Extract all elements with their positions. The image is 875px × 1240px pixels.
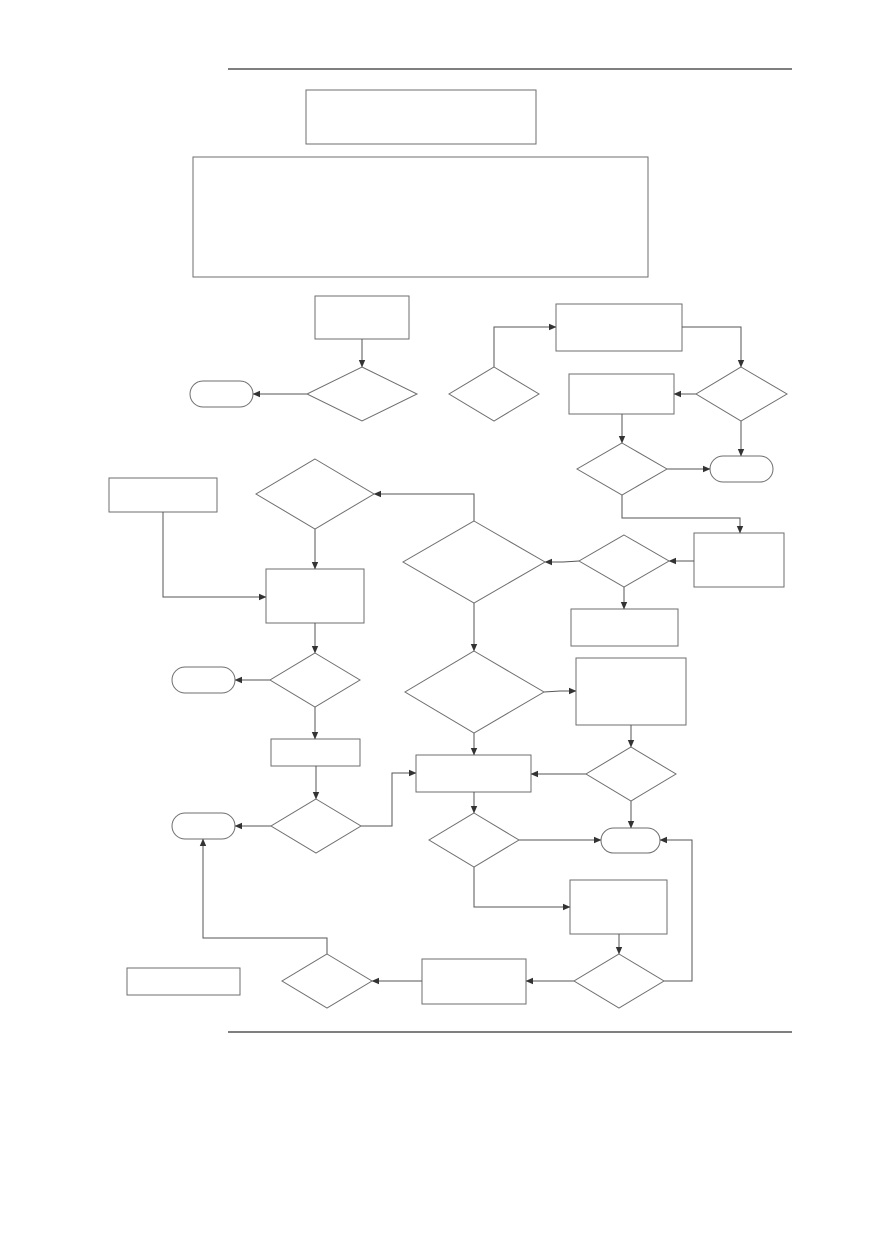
process-box-3 — [568, 373, 675, 415]
decision-6 — [402, 520, 546, 604]
connector — [682, 326, 745, 368]
connector — [473, 867, 571, 911]
decision-8 — [269, 652, 361, 708]
decision-11 — [270, 798, 362, 854]
process-box-13 — [421, 958, 527, 1005]
connector — [659, 836, 693, 982]
description-box — [192, 156, 649, 278]
terminator-5 — [600, 827, 661, 854]
connector — [199, 838, 328, 954]
decision-2 — [448, 366, 540, 422]
decision-10 — [585, 746, 677, 802]
connector — [493, 323, 557, 367]
connector — [544, 558, 580, 566]
connector — [162, 512, 267, 601]
process-box-6 — [265, 568, 365, 624]
process-box-11 — [569, 879, 668, 935]
process-box-1 — [314, 295, 410, 340]
decision-13 — [281, 953, 373, 1009]
connector — [543, 687, 577, 695]
connector — [621, 495, 744, 534]
terminator-1 — [189, 380, 254, 408]
process-box-9 — [270, 738, 361, 767]
terminator-3 — [171, 666, 236, 694]
decision-9 — [404, 650, 545, 734]
decision-3 — [695, 366, 788, 422]
process-box-7 — [570, 608, 679, 647]
decision-1 — [305, 366, 419, 422]
terminator-4 — [171, 812, 236, 840]
title-box — [305, 89, 537, 145]
connector — [361, 769, 417, 827]
decision-12 — [428, 812, 520, 868]
process-box-4 — [108, 477, 218, 513]
terminator-2 — [709, 455, 774, 483]
process-box-5 — [693, 532, 785, 588]
process-box-8 — [575, 657, 687, 726]
process-box-10 — [415, 754, 532, 793]
process-box-2 — [555, 303, 683, 352]
decision-14 — [573, 953, 665, 1009]
process-box-12 — [126, 967, 241, 996]
decision-5 — [255, 458, 375, 530]
connector — [373, 490, 475, 521]
decision-4 — [576, 442, 668, 496]
decision-7 — [578, 534, 670, 588]
